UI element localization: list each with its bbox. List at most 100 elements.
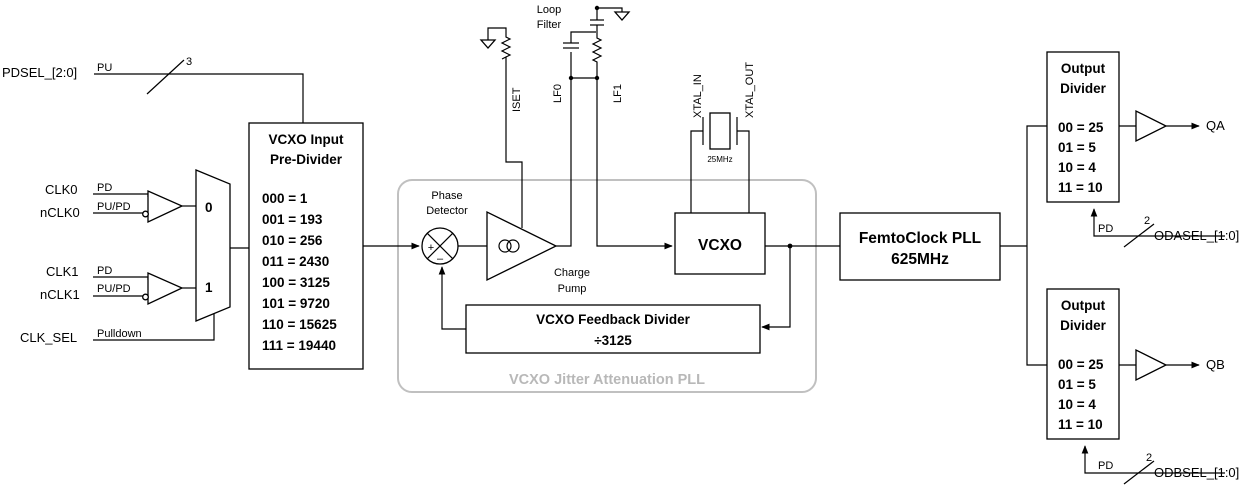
pll-group-border bbox=[397, 179, 817, 393]
iset-ground-wire bbox=[487, 27, 507, 40]
output-divider-a-box bbox=[1046, 51, 1120, 203]
output-divider-b-box bbox=[1046, 288, 1120, 440]
xtal-frequency-label: 25MHz bbox=[707, 155, 732, 164]
phase-detector-label-line2: Detector bbox=[426, 205, 468, 217]
predivider-block: VCXO Input Pre-Divider 000 = 1 001 = 193… bbox=[248, 122, 364, 370]
vcxo-to-feedback-wire bbox=[761, 246, 791, 331]
iset-ground-icon bbox=[479, 39, 497, 49]
clk-sel-label: CLK_SEL bbox=[20, 330, 77, 345]
output-divider-b-title-line2: Divider bbox=[1060, 318, 1107, 333]
lf0-wire bbox=[556, 52, 572, 247]
predivider-row: 110 = 15625 bbox=[262, 317, 337, 332]
clk0-input: CLK0 PD nCLK0 PU/PD bbox=[40, 182, 196, 224]
input-mux: 0 1 bbox=[195, 169, 249, 322]
odbsel-pull-label: PD bbox=[1098, 460, 1113, 472]
loop-filter-ground-icon bbox=[613, 11, 631, 21]
xtal-in-wire bbox=[690, 130, 703, 213]
clk1-label: CLK1 bbox=[46, 264, 79, 279]
xtal-out-wire bbox=[737, 130, 750, 213]
output-divider-b-row: 10 = 4 bbox=[1058, 397, 1096, 412]
output-a-channel: Output Divider 00 = 25 01 = 5 10 = 4 11 … bbox=[1046, 51, 1239, 248]
output-divider-b-row: 11 = 10 bbox=[1058, 417, 1103, 432]
clk0-wire bbox=[93, 193, 149, 197]
lf0-junction-dot bbox=[568, 75, 574, 81]
output-b-buffer bbox=[1135, 348, 1168, 382]
mux-shape bbox=[195, 169, 231, 322]
odbsel-wire bbox=[1081, 445, 1225, 474]
output-divider-b-row: 00 = 25 bbox=[1058, 357, 1104, 372]
charge-pump-label-line2: Pump bbox=[558, 283, 587, 295]
pdsel-input: PDSEL_[2:0] PU 3 bbox=[2, 56, 304, 123]
xtal-in-label: XTAL_IN bbox=[692, 74, 704, 118]
xtal-out-label: XTAL_OUT bbox=[744, 62, 756, 118]
clk1-invert-bubble bbox=[142, 293, 149, 301]
odasel-width-label: 2 bbox=[1144, 215, 1150, 227]
predivider-title-line2: Pre-Divider bbox=[270, 152, 343, 167]
output-a-buffer bbox=[1135, 109, 1168, 143]
loop-filter-cap-wire bbox=[570, 31, 596, 43]
nclk0-label: nCLK0 bbox=[40, 205, 80, 220]
output-divider-a-row: 00 = 25 bbox=[1058, 120, 1104, 135]
clk-sel-pull-label: Pulldown bbox=[97, 328, 142, 340]
mux-input-1-label: 1 bbox=[205, 280, 213, 295]
loop-filter-ground-junction bbox=[594, 5, 600, 11]
output-divider-a-row: 11 = 10 bbox=[1058, 180, 1103, 195]
clk0-pull-label: PD bbox=[97, 182, 112, 194]
output-a-pin-label: QA bbox=[1206, 118, 1225, 133]
loop-filter-label-line1: Loop bbox=[537, 4, 561, 16]
charge-pump-label-line1: Charge bbox=[554, 267, 590, 279]
pdsel-wire bbox=[94, 73, 304, 123]
nclk1-pull-label: PU/PD bbox=[97, 283, 131, 295]
lf0-label: LF0 bbox=[552, 84, 564, 103]
phase-detector-plus: + bbox=[428, 242, 434, 254]
output-divider-b-title-line1: Output bbox=[1061, 298, 1106, 313]
pdsel-bus-slash bbox=[146, 59, 185, 95]
odbsel-label: ODBSEL_[1:0] bbox=[1154, 465, 1239, 480]
output-divider-a-title-line1: Output bbox=[1061, 61, 1106, 76]
iset-resistor bbox=[500, 32, 512, 63]
clk-sel-input: CLK_SEL Pulldown bbox=[20, 314, 215, 345]
predivider-row: 111 = 19440 bbox=[262, 338, 336, 353]
predivider-title-line1: VCXO Input bbox=[269, 132, 344, 147]
iset-wire bbox=[505, 63, 523, 228]
output-b-pin-label: QB bbox=[1206, 357, 1225, 372]
clk1-wire bbox=[93, 276, 149, 280]
predivider-box bbox=[248, 122, 364, 370]
phase-detector-label-line1: Phase bbox=[431, 190, 462, 202]
feedback-divider-value: ÷3125 bbox=[594, 333, 632, 348]
iset-label: ISET bbox=[511, 87, 523, 112]
predivider-row: 100 = 3125 bbox=[262, 275, 330, 290]
clk1-pull-label: PD bbox=[97, 265, 112, 277]
pdsel-width-label: 3 bbox=[186, 56, 192, 68]
odasel-pull-label: PD bbox=[1098, 223, 1113, 235]
femto-output-bus bbox=[1026, 125, 1047, 366]
odasel-label: ODASEL_[1:0] bbox=[1154, 228, 1239, 243]
odasel-wire bbox=[1090, 208, 1225, 237]
loop-filter-resistor bbox=[591, 32, 603, 78]
femtoclock-pll-block: FemtoClock PLL 625MHz bbox=[839, 125, 1047, 366]
pll-group-label: VCXO Jitter Attenuation PLL bbox=[509, 372, 705, 388]
vcxo-label: VCXO bbox=[698, 237, 742, 254]
femtoclock-pll-box bbox=[839, 212, 1001, 281]
lf1-label: LF1 bbox=[612, 84, 624, 103]
mux-input-0-label: 0 bbox=[205, 200, 213, 215]
predivider-row: 010 = 256 bbox=[262, 233, 323, 248]
charge-pump-current-source bbox=[498, 239, 512, 253]
odasel-bus-slash bbox=[1123, 223, 1155, 248]
nclk1-label: nCLK1 bbox=[40, 287, 80, 302]
pdsel-label: PDSEL_[2:0] bbox=[2, 65, 77, 80]
predivider-row: 001 = 193 bbox=[262, 212, 323, 227]
nclk0-pull-label: PU/PD bbox=[97, 201, 131, 213]
output-divider-a-title-line2: Divider bbox=[1060, 81, 1107, 96]
clk-sel-wire bbox=[93, 314, 215, 341]
predivider-row: 000 = 1 bbox=[262, 191, 308, 206]
clk0-label: CLK0 bbox=[45, 182, 78, 197]
clk1-receiver-buffer bbox=[147, 272, 184, 306]
jitter-attenuation-pll-group: VCXO Jitter Attenuation PLL + – Phase De… bbox=[363, 4, 840, 393]
phase-detector-minus: – bbox=[437, 253, 444, 265]
output-divider-b-row: 01 = 5 bbox=[1058, 377, 1096, 392]
feedback-divider-title: VCXO Feedback Divider bbox=[536, 312, 691, 327]
charge-pump-current-source bbox=[506, 239, 520, 253]
xtal-body bbox=[709, 112, 731, 150]
